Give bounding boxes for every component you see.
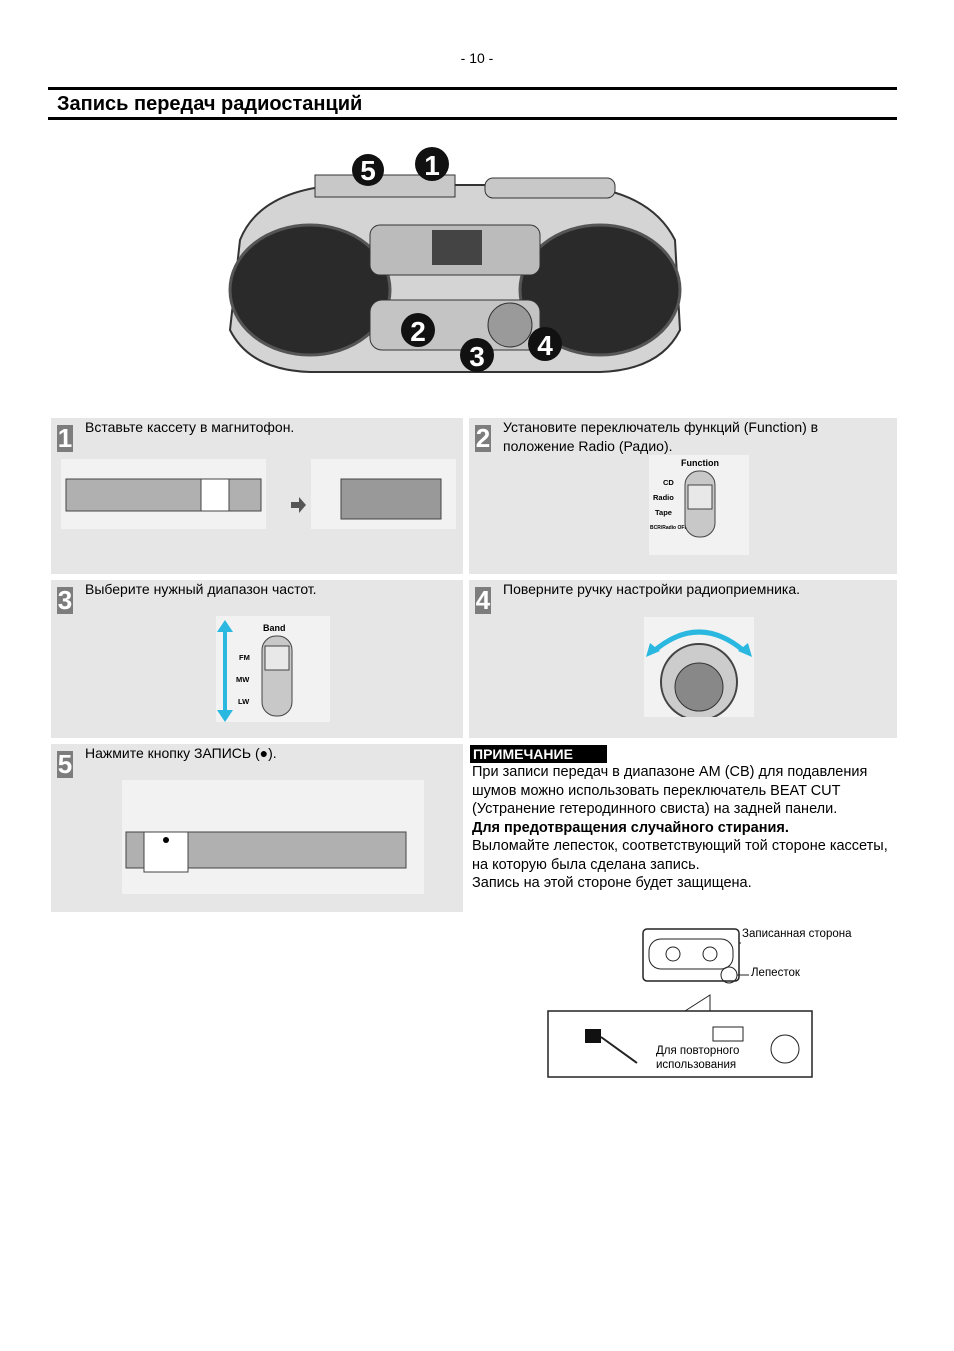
callout-4: 4 [537,330,553,361]
function-opt-tape: Tape [655,508,672,517]
title-rule-bottom [48,117,897,120]
note-heading: ПРИМЕЧАНИЕ [470,745,607,763]
cassette-insert-illustration [61,459,456,529]
title-rule-top [48,87,897,90]
label-tab: Лепесток [751,967,800,979]
step-2-number: 2 [475,423,491,453]
step-5-text: Нажмите кнопку ЗАПИСЬ (●). [85,745,277,761]
page-number: - 10 - [460,50,494,66]
step-1-panel: 1 Вставьте кассету в магнитофон. [51,418,463,574]
boombox-illustration: 5 1 2 3 4 [228,147,682,373]
label-recorded-side: Записанная сторона [742,928,852,940]
note-para-1: При записи передач в диапазоне AM (CB) д… [472,764,868,817]
callout-2: 2 [410,316,426,347]
page-title: Запись передач радиостанций [57,93,363,115]
note-bold: Для предотвращения случайного стирания. [472,819,789,836]
step-1-text: Вставьте кассету в магнитофон. [85,419,295,435]
band-switch-illustration: Band FM MW LW [216,616,330,722]
note-para-3: Запись на этой стороне будет защищена. [472,875,752,891]
step-4-number: 4 [475,585,491,615]
cassette-tab-diagram [547,928,813,1078]
note-body: При записи передач в диапазоне AM (CB) д… [472,763,892,893]
callout-3: 3 [469,341,485,372]
step-3-text: Выберите нужный диапазон частот. [85,581,317,597]
callout-5: 5 [360,155,376,186]
function-label: Function [681,458,719,468]
step-2-panel: 2 Установите переключатель функций (Func… [469,418,897,574]
function-opt-off: BCR/Radio OFF [650,525,688,531]
band-opt-mw: MW [236,675,250,684]
band-opt-fm: FM [239,653,250,662]
function-switch-illustration: Function CD Radio Tape BCR/Radio OFF [649,455,749,555]
step-5-number: 5 [57,749,73,779]
step-4-panel: 4 Поверните ручку настройки радиоприемни… [469,580,897,738]
band-label: Band [263,623,286,633]
step-5-panel: 5 Нажмите кнопку ЗАПИСЬ (●). [51,744,463,912]
step-4-text: Поверните ручку настройки радиоприемника… [503,581,801,597]
step-2-text: Установите переключатель функций (Functi… [503,419,819,454]
note-para-2: Выломайте лепесток, соответствующий той … [472,838,888,873]
step-3-number: 3 [57,585,73,615]
label-reuse: Для повторного использования [656,1045,740,1071]
function-opt-cd: CD [663,478,674,487]
band-opt-lw: LW [238,697,250,706]
step-1-number: 1 [57,423,73,453]
record-button-illustration [122,780,424,894]
callout-1: 1 [424,150,440,181]
step-3-panel: 3 Выберите нужный диапазон частот. Band … [51,580,463,738]
tuning-knob-illustration [644,617,754,717]
function-opt-radio: Radio [653,493,674,502]
